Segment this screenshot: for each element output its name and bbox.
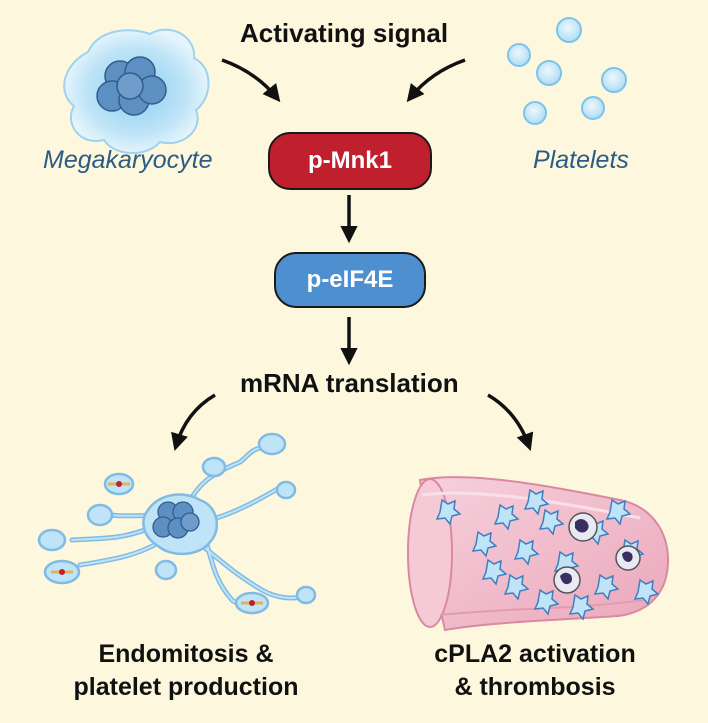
outcome-endomitosis: Endomitosis & platelet production	[36, 638, 336, 704]
blood-vessel-thrombus-icon	[407, 476, 670, 632]
mrna-granule-icon	[51, 481, 263, 606]
outcome-thrombosis: cPLA2 activation & thrombosis	[400, 638, 670, 704]
platelets-label: Platelets	[533, 146, 629, 174]
arrow-signal-right	[406, 58, 466, 103]
activating-signal-label: Activating signal	[240, 18, 449, 48]
mnk1-node: p-Mnk1	[268, 132, 432, 190]
arrow-to-endomitosis	[171, 393, 216, 452]
outcome-thrombosis-line2: & thrombosis	[454, 673, 616, 701]
arrow-to-thrombosis	[487, 393, 534, 451]
eif4e-node: p-eIF4E	[274, 252, 426, 308]
megakaryocyte-label: Megakaryocyte	[43, 146, 213, 174]
platelet-cluster-icon	[507, 17, 627, 125]
proplatelet-megakaryocyte-icon	[37, 432, 317, 615]
outcome-thrombosis-line1: cPLA2 activation	[434, 640, 636, 668]
outcome-endomitosis-line1: Endomitosis &	[98, 640, 274, 668]
outcome-endomitosis-line2: platelet production	[73, 673, 299, 701]
arrow-signal-left	[221, 58, 281, 103]
megakaryocyte-cell-icon	[63, 28, 210, 155]
mrna-translation-label: mRNA translation	[240, 368, 459, 398]
